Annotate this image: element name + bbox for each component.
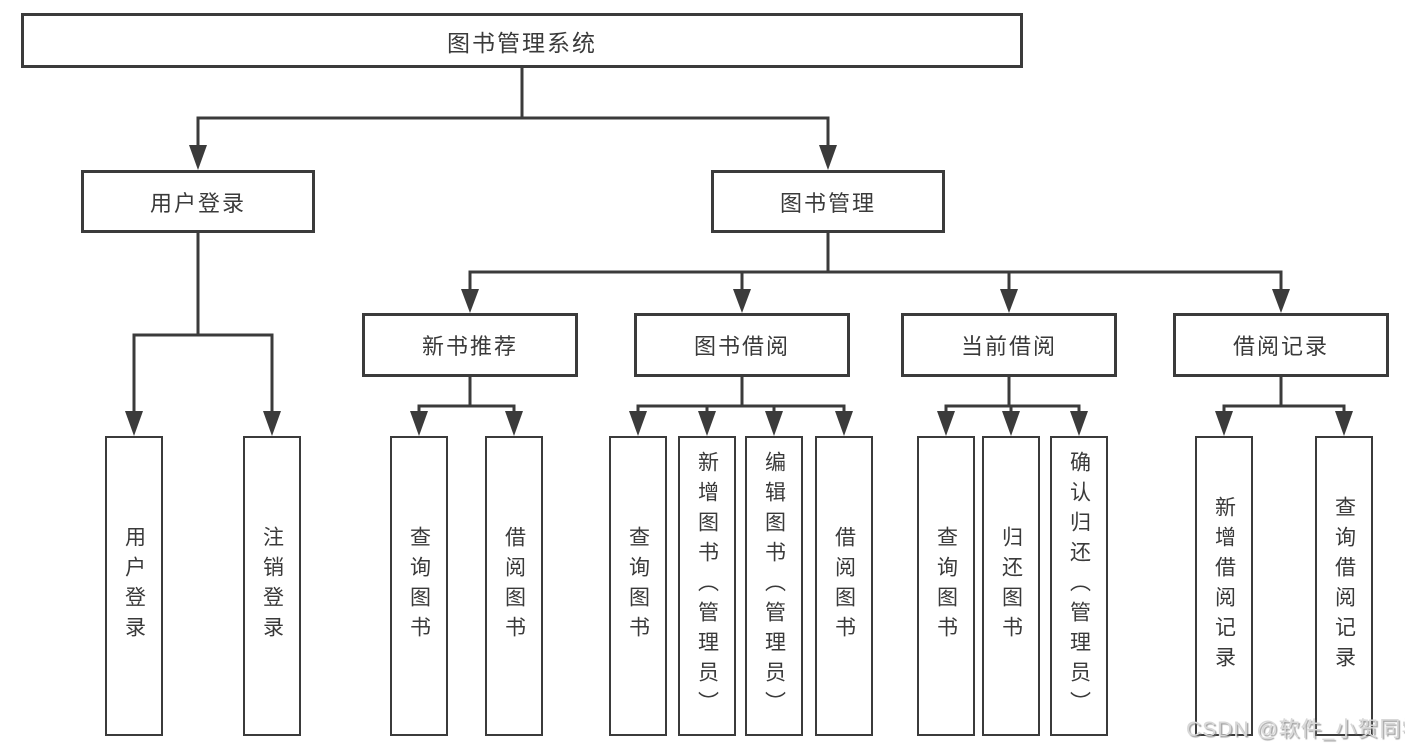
node-book-borrowing-label: 图书借阅: [693, 334, 790, 359]
arrow-icon: [125, 411, 143, 436]
edge-bookmgmt-to-level3: [468, 231, 1283, 291]
edge-borrowrecords-to-leaves: [1222, 375, 1346, 414]
arrow-icon: [410, 411, 428, 436]
node-leaf-logout: 注销登录: [243, 436, 301, 736]
node-leaf-edit-books-admin: 编辑图书（管理员）: [745, 436, 803, 736]
leaf-label: 新增借阅记录: [1212, 496, 1236, 676]
edge-root-to-level2: [196, 66, 830, 148]
edge-newbookrec-to-leaves: [417, 375, 516, 414]
arrow-icon: [698, 411, 716, 436]
arrow-icon: [1000, 289, 1018, 313]
arrow-icon: [1335, 411, 1353, 436]
node-user-login-label: 用户登录: [149, 190, 246, 216]
leaf-label: 编辑图书（管理员）: [762, 451, 786, 721]
leaf-label: 查询图书: [934, 526, 958, 646]
node-borrowing-records: 借阅记录: [1173, 313, 1389, 377]
node-leaf-borrow-books: 借阅图书: [815, 436, 873, 736]
arrow-icon: [461, 289, 479, 313]
arrow-icon: [1272, 289, 1290, 313]
csdn-watermark: CSDN @软件_小贺同学: [1186, 718, 1405, 741]
node-root: 图书管理系统: [21, 13, 1023, 68]
node-leaf-newrec-query-books: 查询图书: [390, 436, 448, 736]
node-leaf-confirm-return-admin: 确认归还（管理员）: [1050, 436, 1108, 736]
arrow-icon: [765, 411, 783, 436]
leaf-label: 查询图书: [407, 526, 431, 646]
node-new-book-recommend: 新书推荐: [362, 313, 578, 377]
leaf-label: 查询借阅记录: [1332, 496, 1356, 676]
node-leaf-borrow-query-books: 查询图书: [609, 436, 667, 736]
node-book-management: 图书管理: [711, 170, 945, 233]
node-book-borrowing: 图书借阅: [634, 313, 850, 377]
node-book-management-label: 图书管理: [779, 190, 876, 216]
node-leaf-add-borrow-record: 新增借阅记录: [1195, 436, 1253, 736]
node-leaf-return-books: 归还图书: [982, 436, 1040, 736]
arrow-icon: [835, 411, 853, 436]
edge-userlogin-to-leaves: [132, 231, 274, 414]
leaf-label: 确认归还（管理员）: [1067, 451, 1091, 721]
arrow-icon: [1215, 411, 1233, 436]
arrow-icon: [263, 411, 281, 436]
node-root-label: 图书管理系统: [447, 29, 597, 56]
arrow-icon: [1002, 411, 1020, 436]
leaf-label: 注销登录: [260, 526, 284, 646]
arrow-icon: [629, 411, 647, 436]
node-user-login: 用户登录: [81, 170, 315, 233]
arrow-icon: [937, 411, 955, 436]
node-leaf-user-login: 用户登录: [105, 436, 163, 736]
arrow-icon: [733, 289, 751, 313]
leaf-label: 借阅图书: [832, 526, 856, 646]
leaf-label: 查询图书: [626, 526, 650, 646]
node-leaf-current-query-books: 查询图书: [917, 436, 975, 736]
arrow-icon: [819, 145, 837, 170]
leaf-label: 归还图书: [999, 526, 1023, 646]
arrow-icon: [1070, 411, 1088, 436]
edge-currentborrow-to-leaves: [944, 375, 1081, 414]
arrow-icon: [189, 145, 207, 170]
node-leaf-newrec-borrow-books: 借阅图书: [485, 436, 543, 736]
leaf-label: 借阅图书: [502, 526, 526, 646]
node-new-book-recommend-label: 新书推荐: [421, 334, 518, 359]
edge-bookborrow-to-leaves: [636, 375, 846, 414]
leaf-label: 用户登录: [122, 526, 146, 646]
arrow-icon: [505, 411, 523, 436]
node-current-borrowing-label: 当前借阅: [960, 334, 1057, 359]
node-leaf-add-books-admin: 新增图书（管理员）: [678, 436, 736, 736]
node-current-borrowing: 当前借阅: [901, 313, 1117, 377]
node-borrowing-records-label: 借阅记录: [1232, 334, 1329, 359]
node-leaf-query-borrow-record: 查询借阅记录: [1315, 436, 1373, 736]
leaf-label: 新增图书（管理员）: [695, 451, 719, 721]
arrowheads: [125, 145, 1353, 436]
